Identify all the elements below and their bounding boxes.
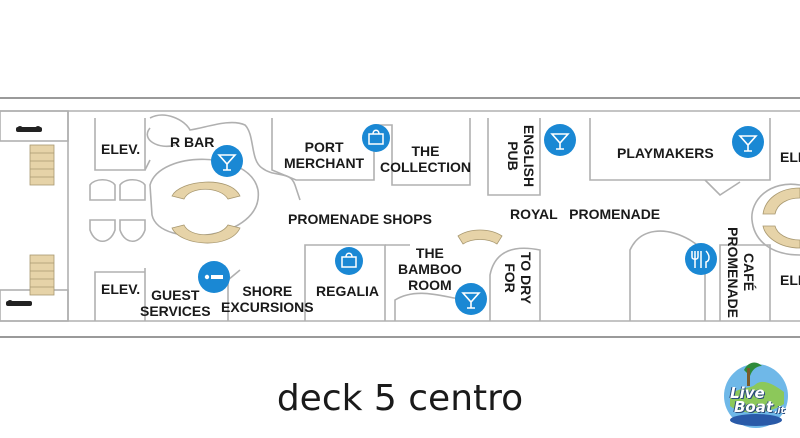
elev-right-bottom-label: ELE [780,272,800,288]
r-bar-label: R BAR [170,134,215,150]
liveboat-logo: Live Boat .it [716,356,796,432]
r-bar-cocktail-icon [211,145,243,177]
elev-right-top-label: ELE [780,149,800,165]
regalia-shopping-bag-icon [335,247,363,275]
stairs [29,144,800,296]
port-merchant-shopping-bag-icon [362,124,390,152]
guest-services-label: GUEST SERVICES [140,287,211,319]
port-merchant-label: PORT MERCHANT [284,139,365,171]
playmakers-cocktail-icon [732,126,764,158]
person-figures [6,126,42,306]
the-collection-label: THE COLLECTION [380,143,471,175]
elev-top-label: ELEV. [101,141,141,157]
logo-line2: Boat [734,398,774,416]
royal-promenade-label: ROYAL PROMENADE [510,206,661,222]
shore-excursions-label: SHORE EXCURSIONS [221,283,314,315]
english-pub-cocktail-icon [544,124,576,156]
to-dry-for-label: TO DRY FOR [502,251,534,305]
logo-globe-icon [724,362,788,428]
bamboo-room-cocktail-icon [455,283,487,315]
the-bamboo-room-label: THE BAMBOO ROOM [398,245,462,293]
logo-suffix: .it [774,406,785,416]
promenade-shops-label: PROMENADE SHOPS [288,211,432,227]
elev-bottom-label: ELEV. [101,281,141,297]
deck-title: deck 5 centro [276,378,524,419]
guest-services-info-icon [198,261,230,293]
cafe-dining-icon [685,243,717,275]
playmakers-label: PLAYMAKERS [617,145,714,161]
english-pub-label: ENGLISH PUB [505,124,537,188]
hull-outline [0,97,800,338]
cafe-promenade-label: CAFÉ PROMENADE [725,227,757,319]
inner-walls [0,110,800,322]
logo-line1: Live [730,384,765,402]
regalia-label: REGALIA [316,283,379,299]
